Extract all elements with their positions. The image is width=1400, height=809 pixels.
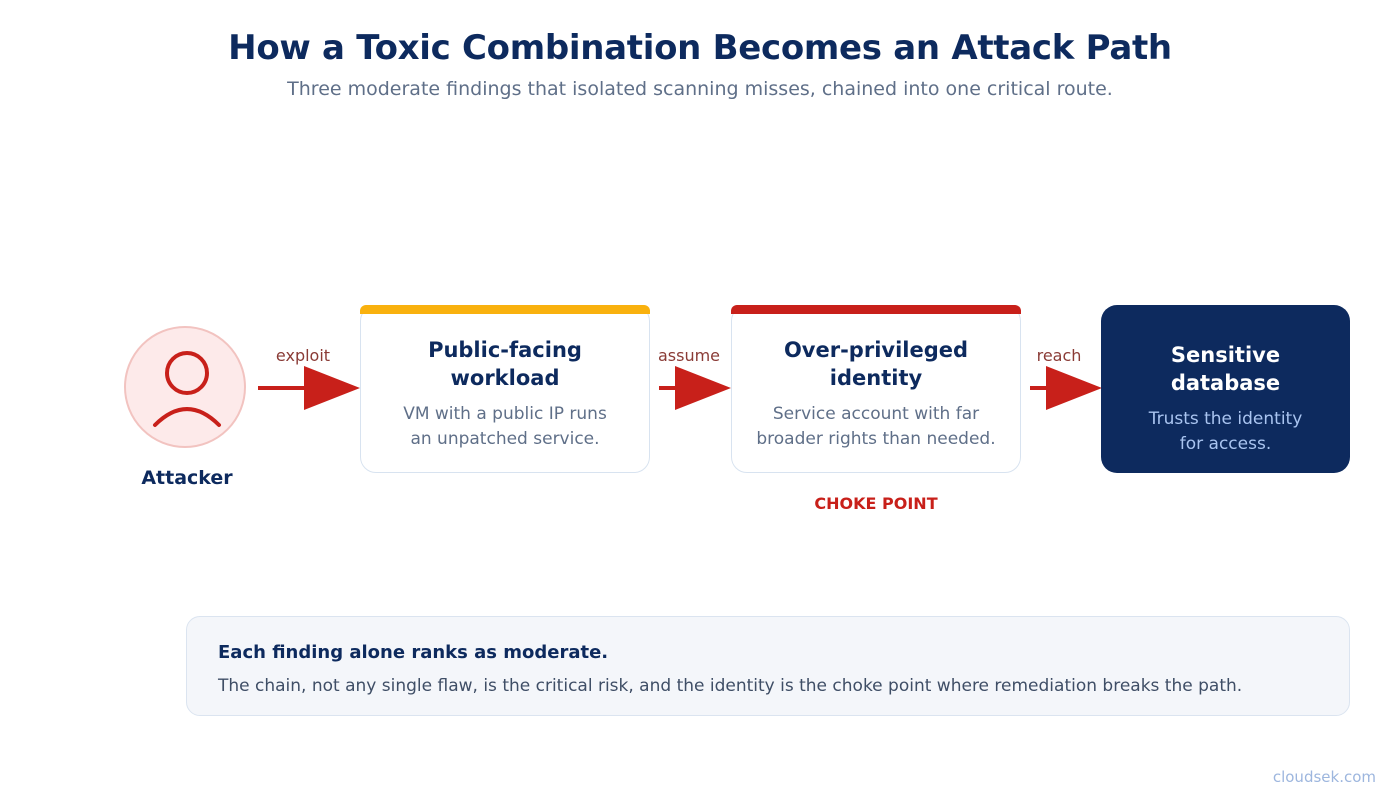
node-title-line: workload bbox=[450, 366, 560, 390]
node-accent-bar bbox=[731, 305, 1021, 314]
arrow-reach bbox=[1030, 366, 1102, 410]
arrow-exploit bbox=[258, 366, 360, 410]
node-title-line: database bbox=[1170, 371, 1281, 395]
node-overprivileged-identity: Over-privileged identity Service account… bbox=[731, 305, 1021, 473]
brand-footer: cloudsek.com bbox=[1272, 768, 1376, 786]
callout-heading: Each finding alone ranks as moderate. bbox=[218, 642, 609, 663]
node-public-workload: Public-facing workload VM with a public … bbox=[360, 305, 650, 473]
edge-label-assume: assume bbox=[657, 346, 721, 365]
callout-body: The chain, not any single flaw, is the c… bbox=[218, 676, 1243, 696]
edge-label-reach: reach bbox=[1036, 346, 1082, 365]
summary-callout: Each finding alone ranks as moderate. Th… bbox=[186, 616, 1350, 716]
node-title-line: Over-privileged bbox=[783, 338, 969, 362]
node-title: Sensitive database bbox=[1111, 341, 1340, 397]
user-icon bbox=[153, 351, 221, 427]
node-title-line: identity bbox=[829, 366, 923, 390]
arrow-assume bbox=[659, 366, 731, 410]
node-description: Trusts the identity for access. bbox=[1111, 407, 1340, 457]
node-description: VM with a public IP runs an unpatched se… bbox=[371, 402, 639, 452]
node-accent-bar bbox=[360, 305, 650, 314]
node-desc-line: VM with a public IP runs bbox=[403, 404, 607, 424]
edge-label-exploit: exploit bbox=[275, 346, 331, 365]
node-title-line: Sensitive bbox=[1170, 343, 1281, 367]
node-title: Public-facing workload bbox=[371, 336, 639, 392]
choke-point-badge: CHOKE POINT bbox=[814, 494, 938, 513]
page-title: How a Toxic Combination Becomes an Attac… bbox=[228, 28, 1172, 68]
node-title: Over-privileged identity bbox=[742, 336, 1010, 392]
node-desc-line: Service account with far bbox=[772, 404, 980, 424]
node-desc-line: broader rights than needed. bbox=[756, 429, 996, 449]
node-desc-line: Trusts the identity bbox=[1148, 409, 1303, 429]
node-sensitive-database: Sensitive database Trusts the identity f… bbox=[1101, 305, 1350, 473]
node-description: Service account with far broader rights … bbox=[742, 402, 1010, 452]
node-title-line: Public-facing bbox=[428, 338, 582, 362]
attacker-label: Attacker bbox=[141, 467, 233, 489]
node-desc-line: for access. bbox=[1179, 434, 1272, 454]
page-subtitle: Three moderate findings that isolated sc… bbox=[287, 78, 1113, 100]
node-desc-line: an unpatched service. bbox=[410, 429, 600, 449]
attacker-node bbox=[124, 326, 246, 448]
